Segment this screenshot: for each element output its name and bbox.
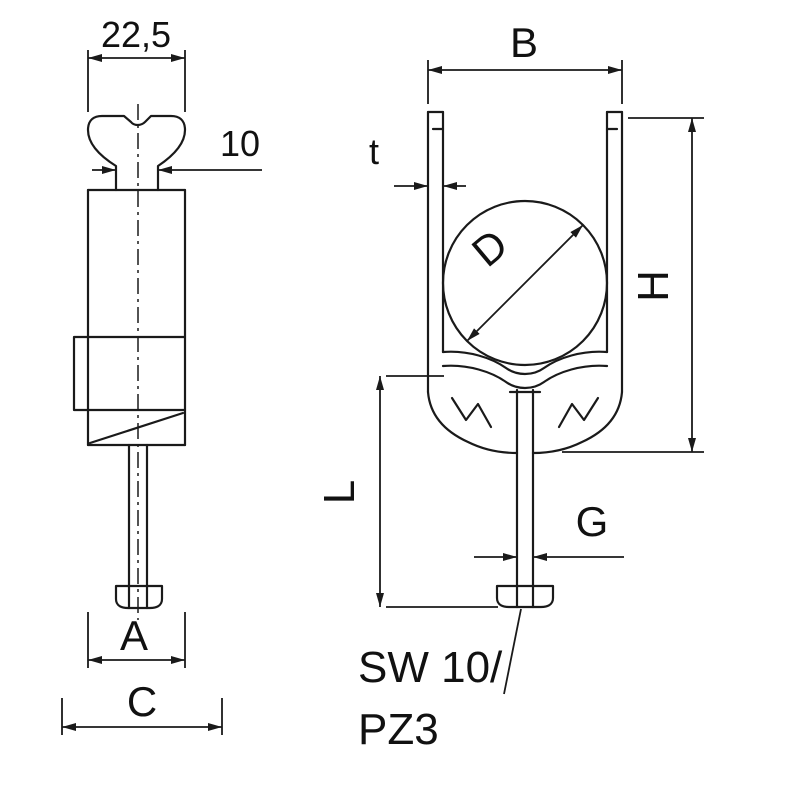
dim-label-l: L (315, 480, 364, 504)
dim-label-h: H (629, 270, 678, 302)
body-diagonal (88, 411, 185, 445)
dimension-a: A (87, 612, 186, 668)
bolt-head-front (495, 584, 555, 609)
side-view (72, 104, 187, 620)
dimension-t: t (369, 131, 466, 190)
dimension-c: C (61, 678, 223, 735)
saddle-band-bottom (441, 364, 609, 390)
side-protrusion (72, 335, 90, 412)
dim-label-d: D (463, 220, 516, 276)
saddle-band-top (441, 350, 609, 376)
dimension-width-top: 22,5 (87, 14, 186, 112)
clamp-side-crown (86, 114, 187, 192)
drive-label-line1: SW 10/ (358, 643, 503, 692)
cable-circle (441, 199, 609, 367)
drive-label-line2: PZ3 (358, 705, 439, 754)
dim-label-c: C (127, 678, 157, 725)
front-view (426, 110, 624, 609)
cup-outer-left (426, 390, 519, 455)
dim-label-b: B (510, 19, 538, 66)
dimension-b: B (427, 19, 623, 104)
dim-label-g: G (576, 498, 609, 545)
dimension-g: G (474, 498, 624, 561)
dimension-h: H (562, 117, 704, 453)
cup-zigzag-left (450, 396, 493, 429)
dim-label-22-5: 22,5 (101, 14, 171, 55)
drive-leader-line (503, 608, 522, 695)
dimension-l: L (315, 375, 498, 608)
dim-label-10: 10 (220, 123, 260, 164)
drive-callout: SW 10/ PZ3 (358, 608, 522, 754)
cup-outer-right (531, 390, 624, 455)
cup-zigzag-right (557, 396, 600, 429)
dimension-d: D (463, 220, 584, 342)
dim-label-t: t (369, 131, 379, 172)
dimension-neck: 10 (92, 123, 262, 174)
bolt-head-side (114, 584, 164, 610)
dim-label-a: A (120, 612, 148, 659)
